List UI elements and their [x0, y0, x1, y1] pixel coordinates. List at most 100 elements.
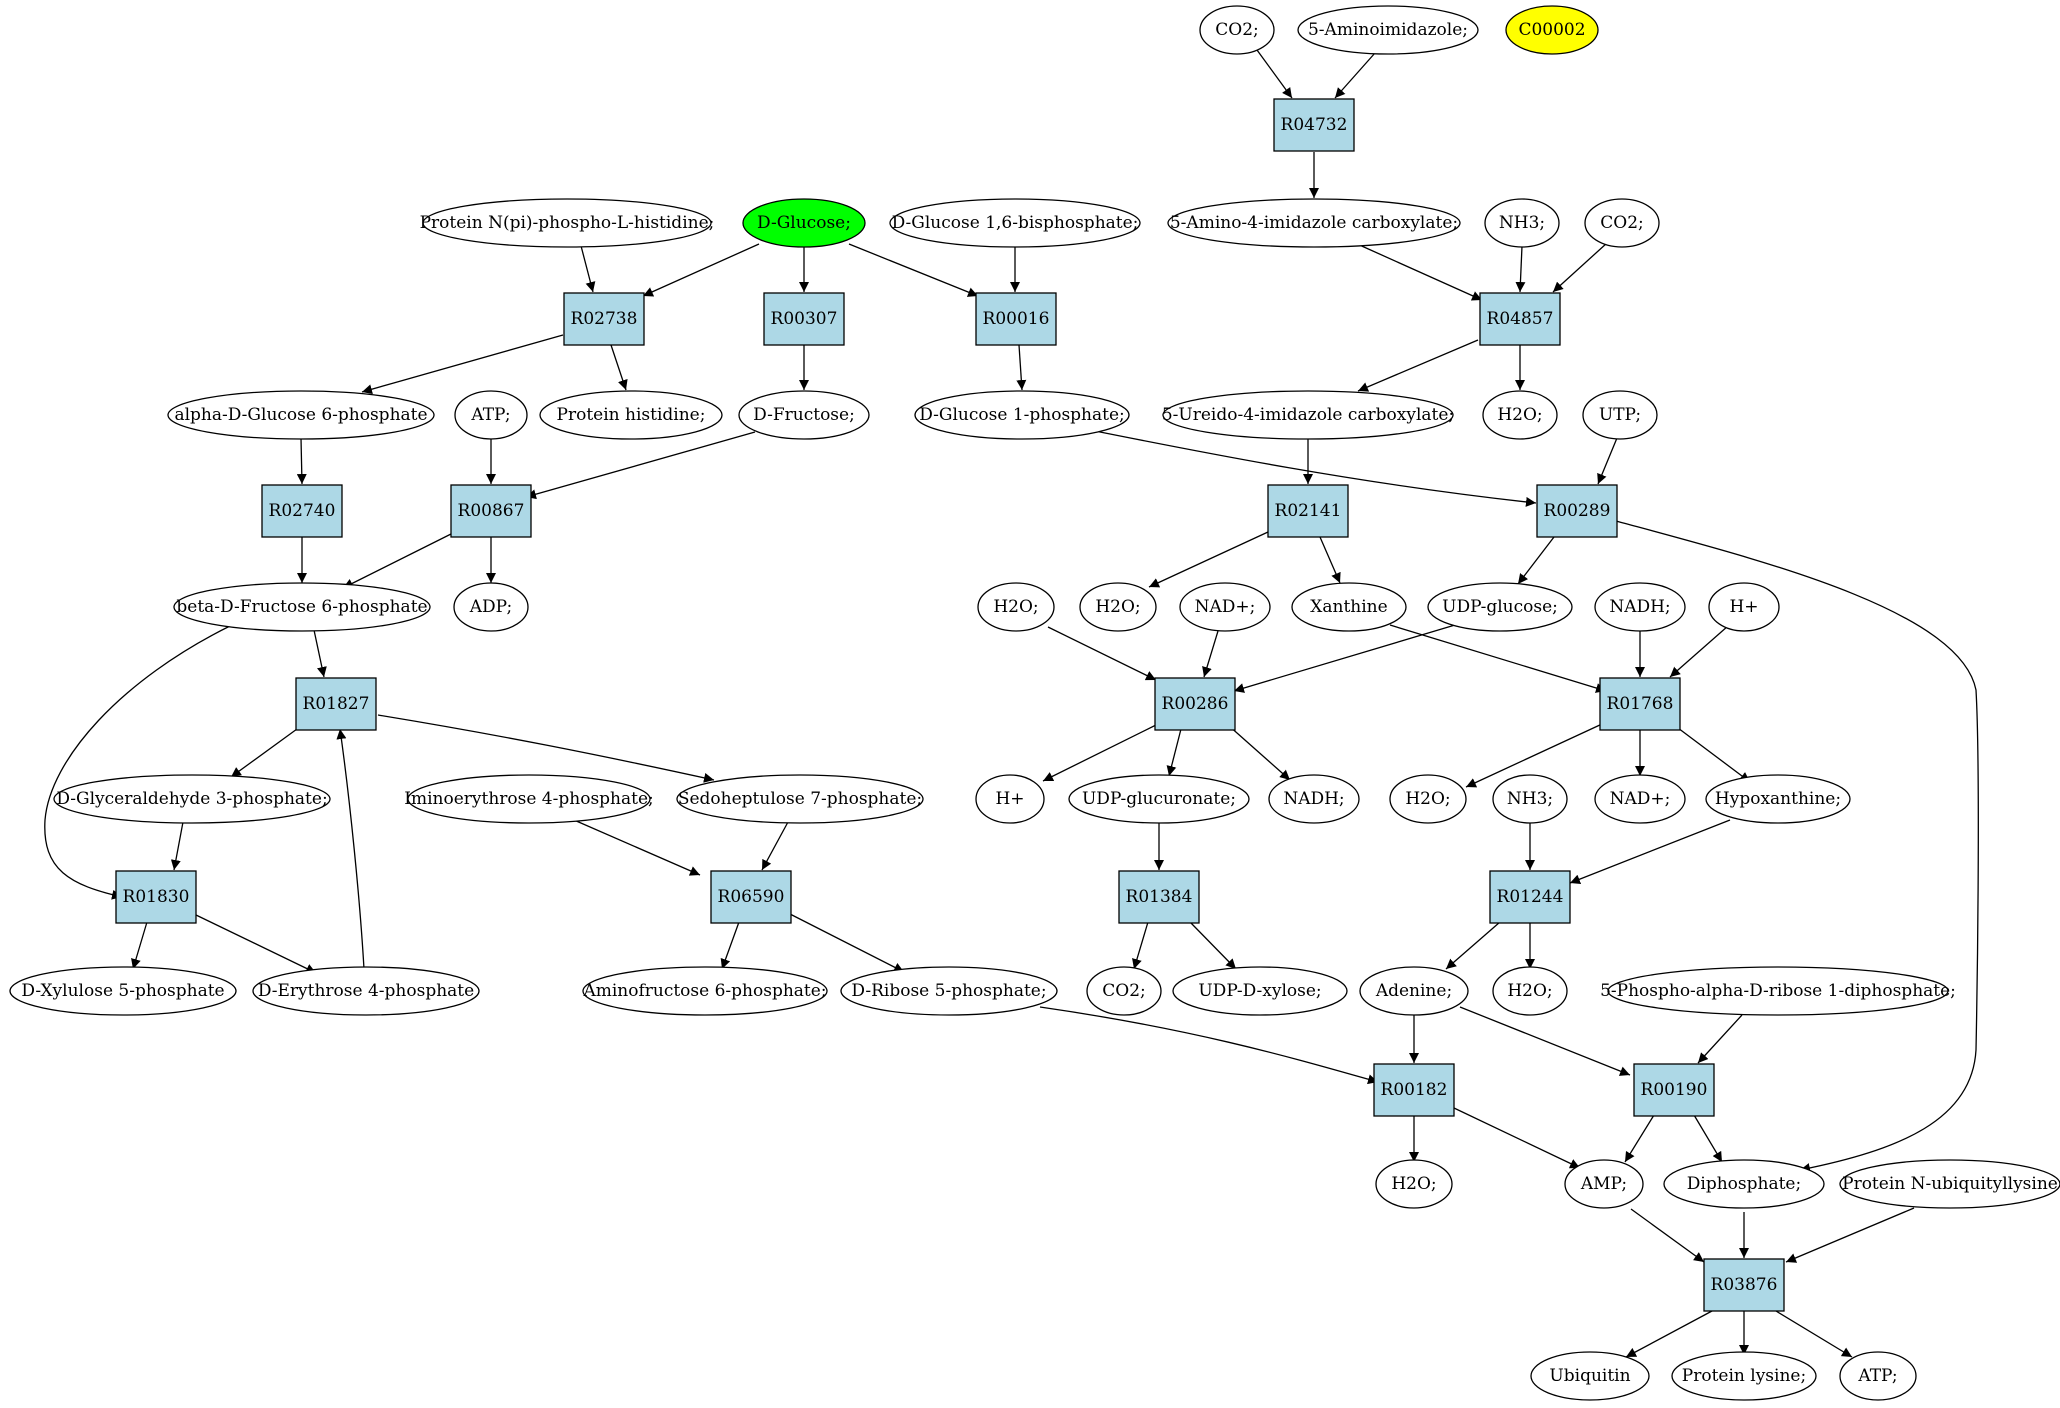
compound-node[interactable]: Diphosphate;: [1663, 1159, 1825, 1209]
compound-node[interactable]: Hypoxanthine;: [1705, 774, 1851, 824]
compound-node[interactable]: D-Glucose 1,6-bisphosphate;: [889, 198, 1141, 248]
compound-node[interactable]: 5-Phospho-alpha-D-ribose 1-diphosphate;: [1600, 966, 1956, 1016]
compound-node-highlighted[interactable]: C00002: [1505, 5, 1599, 55]
compound-node[interactable]: CO2;: [1584, 198, 1660, 248]
reaction-label: R01830: [123, 887, 190, 907]
compound-label: Protein N-ubiquityllysine: [1842, 1174, 2058, 1194]
compound-node[interactable]: D-Fructose;: [738, 390, 870, 440]
compound-node[interactable]: H2O;: [1482, 390, 1558, 440]
compound-label: ATP;: [470, 405, 510, 425]
compound-node[interactable]: Protein lysine;: [1671, 1351, 1817, 1401]
compound-node[interactable]: CO2;: [1086, 966, 1162, 1016]
compound-node[interactable]: Adenine;: [1359, 966, 1469, 1016]
compound-node[interactable]: Protein N(pi)-phospho-L-histidine;: [420, 198, 715, 248]
compound-node[interactable]: D-Ribose 5-phosphate;: [840, 966, 1058, 1016]
edge-R02141-to-h2o: [1148, 531, 1269, 588]
compound-node[interactable]: Iminoerythrose 4-phosphate;: [404, 774, 654, 824]
compound-node[interactable]: Protein N-ubiquityllysine: [1839, 1159, 2060, 1209]
compound-layer: CO2; 5-Aminoimidazole; C00002 Protein N(…: [9, 5, 2060, 1401]
reaction-node[interactable]: R04857: [1479, 292, 1561, 346]
compound-node[interactable]: 5-Aminoimidazole;: [1297, 5, 1479, 55]
edge-R01768-to-h2o: [1465, 723, 1603, 788]
compound-label: Aminofructose 6-phosphate;: [582, 981, 826, 1001]
compound-node[interactable]: H2O;: [977, 582, 1055, 632]
compound-node[interactable]: UDP-glucuronate;: [1068, 774, 1250, 824]
compound-node[interactable]: D-Erythrose 4-phosphate: [252, 966, 480, 1016]
edge-R04857-to-ureido: [1357, 339, 1479, 392]
edge-hypoxanthine-to-R01244: [1569, 819, 1731, 884]
compound-node[interactable]: Aminofructose 6-phosphate;: [582, 966, 828, 1016]
compound-node[interactable]: CO2;: [1199, 5, 1275, 55]
compound-node[interactable]: NAD+;: [1594, 774, 1686, 824]
compound-node[interactable]: 5-Ureido-4-imidazole carboxylate;: [1162, 390, 1454, 440]
reaction-node[interactable]: R06590: [710, 870, 792, 924]
reaction-node[interactable]: R03876: [1703, 1258, 1785, 1312]
reaction-node[interactable]: R00190: [1633, 1063, 1715, 1117]
compound-label: Diphosphate;: [1687, 1174, 1801, 1194]
compound-node[interactable]: NADH;: [1268, 774, 1360, 824]
compound-node[interactable]: H+: [975, 774, 1045, 824]
reaction-node[interactable]: R01830: [115, 870, 197, 924]
reaction-node[interactable]: R01768: [1599, 677, 1681, 731]
reaction-node[interactable]: R00182: [1373, 1063, 1455, 1117]
compound-node[interactable]: Sedoheptulose 7-phosphate;: [676, 774, 924, 824]
compound-node[interactable]: UDP-D-xylose;: [1172, 966, 1348, 1016]
compound-label: D-Ribose 5-phosphate;: [851, 981, 1046, 1001]
reaction-node[interactable]: R00016: [975, 292, 1057, 346]
compound-node[interactable]: H2O;: [1079, 582, 1157, 632]
compound-label: UDP-glucuronate;: [1082, 789, 1236, 809]
edge-co2b-to-R04857: [1552, 242, 1608, 293]
edge-glucose-to-R00016: [848, 243, 979, 297]
compound-node[interactable]: Ubiquitin: [1530, 1351, 1650, 1401]
reaction-node[interactable]: R04732: [1273, 98, 1355, 152]
compound-label: H+: [1729, 597, 1758, 617]
compound-node[interactable]: D-Glucose 1-phosphate;: [914, 390, 1130, 440]
compound-node[interactable]: Protein histidine;: [539, 390, 723, 440]
compound-node[interactable]: AMP;: [1564, 1159, 1644, 1209]
reaction-node[interactable]: R00307: [763, 292, 845, 346]
compound-node[interactable]: NH3;: [1492, 774, 1568, 824]
compound-label: CO2;: [1215, 20, 1259, 40]
compound-node[interactable]: ADP;: [453, 582, 529, 632]
compound-node[interactable]: H2O;: [1492, 966, 1568, 1016]
edge-R01830-to-xylulose: [131, 921, 148, 970]
edge-R00190-to-diphosphate: [1693, 1114, 1723, 1163]
edge-beta-f6p-to-R01830: [44, 624, 233, 900]
reaction-node[interactable]: R01244: [1489, 870, 1571, 924]
reaction-node[interactable]: R02738: [563, 292, 645, 346]
compound-node[interactable]: Xanthine: [1291, 582, 1407, 632]
compound-node[interactable]: ATP;: [454, 390, 528, 440]
compound-node-source[interactable]: D-Glucose;: [742, 198, 866, 248]
compound-node[interactable]: H2O;: [1389, 774, 1467, 824]
compound-node[interactable]: ATP;: [1839, 1351, 1917, 1401]
compound-node[interactable]: H2O;: [1375, 1159, 1453, 1209]
reaction-label: R00286: [1162, 694, 1229, 714]
compound-node[interactable]: D-Xylulose 5-phosphate: [9, 966, 237, 1016]
reaction-node[interactable]: R02740: [261, 484, 343, 538]
compound-node[interactable]: UDP-glucose;: [1427, 582, 1573, 632]
reaction-node[interactable]: R01827: [295, 677, 377, 731]
compound-node[interactable]: UTP;: [1582, 390, 1658, 440]
reaction-node[interactable]: R00867: [450, 484, 532, 538]
compound-node[interactable]: NADH;: [1594, 582, 1686, 632]
reaction-node[interactable]: R00286: [1154, 677, 1236, 731]
reaction-node[interactable]: R01384: [1118, 870, 1200, 924]
compound-node[interactable]: NH3;: [1484, 198, 1560, 248]
compound-node[interactable]: NAD+;: [1179, 582, 1271, 632]
compound-label: NAD+;: [1195, 597, 1256, 617]
edge-R00286-to-h-plus: [1042, 724, 1157, 782]
reaction-label: R00307: [771, 309, 838, 329]
compound-node[interactable]: H+: [1708, 582, 1780, 632]
reaction-label: R01768: [1607, 694, 1674, 714]
reaction-node[interactable]: R02141: [1267, 484, 1349, 538]
compound-label: Protein lysine;: [1682, 1366, 1806, 1386]
edge-aminoimidazole-to-R04732: [1334, 52, 1376, 99]
edge-R01768-to-hypoxanthine: [1673, 724, 1751, 783]
compound-label: Protein histidine;: [557, 405, 706, 425]
compound-node[interactable]: alpha-D-Glucose 6-phosphate: [167, 390, 435, 440]
reaction-node[interactable]: R00289: [1536, 484, 1618, 538]
compound-node[interactable]: 5-Amino-4-imidazole carboxylate;: [1167, 198, 1461, 248]
compound-node[interactable]: D-Glyceraldehyde 3-phosphate;: [53, 774, 331, 824]
compound-label: D-Erythrose 4-phosphate: [258, 981, 474, 1001]
compound-node[interactable]: beta-D-Fructose 6-phosphate: [173, 582, 431, 632]
